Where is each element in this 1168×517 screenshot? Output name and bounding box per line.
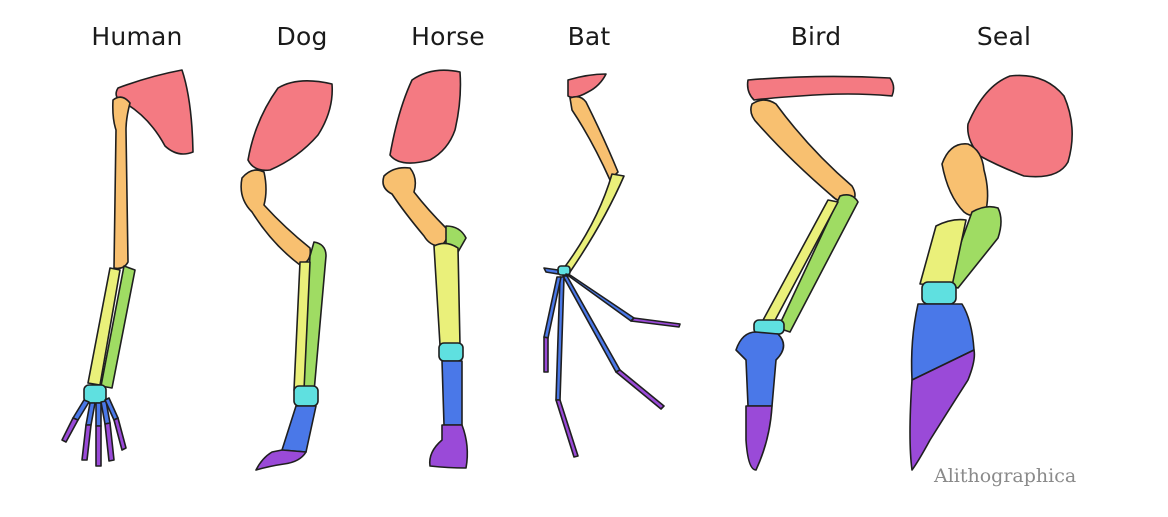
horse-carpals — [438, 342, 464, 362]
human-limb — [61, 69, 194, 467]
bat-digit-3-phalanx — [615, 369, 665, 410]
bird-carpometacarpus — [735, 331, 785, 407]
bat-digit-4-phalanx — [555, 399, 579, 458]
bird-digits — [745, 405, 773, 471]
label-horse: Horse — [411, 22, 485, 51]
bat-humerus — [569, 95, 619, 181]
seal-ulna — [945, 205, 1002, 289]
seal-limb — [909, 74, 1073, 471]
bird-humerus — [750, 99, 856, 204]
bat-digit-5-phalanx — [543, 336, 549, 373]
horse-limb — [382, 69, 469, 469]
dog-metacarpals — [281, 405, 317, 453]
human-phalanges-5 — [113, 417, 127, 451]
label-bat: Bat — [567, 22, 611, 51]
human-ulna — [100, 265, 136, 389]
bat-thumb — [543, 267, 559, 275]
bird-scapula — [746, 75, 895, 101]
bird-limb — [735, 75, 895, 471]
seal-phalanges — [909, 349, 976, 471]
human-phalanges-4 — [104, 422, 115, 462]
bat-radius — [563, 173, 625, 273]
human-phalanges-1 — [61, 417, 79, 443]
human-humerus — [112, 96, 131, 270]
label-dog: Dog — [276, 22, 328, 51]
human-metacarpal-2 — [85, 402, 96, 426]
dog-limb — [240, 80, 334, 471]
dog-humerus — [240, 169, 312, 266]
horse-phalanges — [428, 424, 469, 469]
seal-radius — [919, 218, 967, 287]
human-metacarpal-1 — [72, 399, 90, 421]
bat-limb — [543, 73, 681, 458]
human-carpals — [83, 384, 107, 404]
human-phalanges-3 — [95, 425, 102, 467]
bat-digit-2-phalanx — [630, 317, 681, 328]
seal-scapula — [966, 74, 1073, 178]
seal-carpals — [921, 281, 957, 305]
dog-carpals — [293, 385, 319, 407]
horse-humerus — [382, 166, 448, 247]
horse-scapula — [389, 69, 462, 164]
seal-humerus — [941, 143, 989, 217]
horse-metacarpal — [441, 360, 463, 426]
dog-scapula — [247, 80, 334, 172]
bat-carpals — [557, 265, 571, 276]
bird-ulna — [777, 194, 859, 333]
credit-watermark: Alithographica — [934, 465, 1077, 487]
label-bird: Bird — [790, 22, 842, 51]
dog-phalanges — [255, 449, 307, 471]
human-phalanges-2 — [81, 424, 92, 461]
horse-radius — [433, 242, 461, 346]
bat-scapula — [567, 73, 607, 99]
human-metacarpal-3 — [95, 402, 102, 427]
label-seal: Seal — [976, 22, 1032, 51]
label-human: Human — [91, 22, 183, 51]
